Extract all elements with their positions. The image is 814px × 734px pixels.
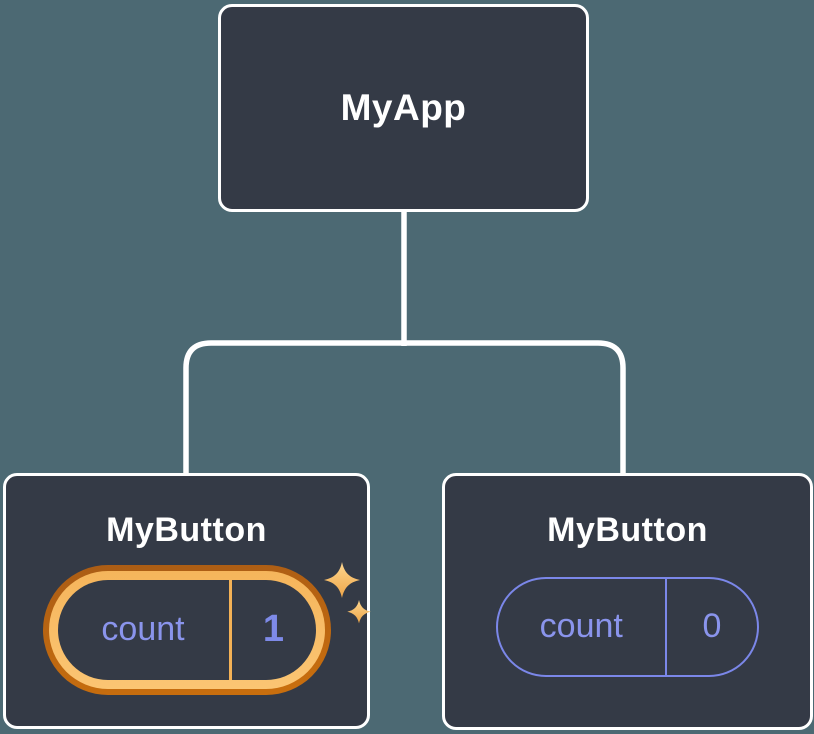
state-value-cell: 1 [232,580,316,680]
state-value: 1 [262,608,285,651]
state-key-label: count [101,610,185,649]
state-value: 0 [702,607,722,646]
node-mybutton-left: MyButton count 1 [3,473,371,729]
node-mybutton-left-label: MyButton [106,511,267,549]
state-key-cell: count [498,579,665,675]
state-pill-highlight-ring-inner: count 1 [48,570,325,689]
state-pill-plain: count 0 [496,576,759,677]
node-myapp: MyApp [218,4,589,212]
pill-divider [664,578,667,675]
state-key-cell: count [58,580,229,680]
state-pill-highlight-ring-outer: count 1 [42,564,331,695]
pill-divider [228,579,232,680]
state-value-cell: 0 [667,579,757,675]
node-mybutton-right: MyButton count 0 [442,473,813,730]
node-myapp-label: MyApp [340,86,467,128]
state-pill-highlighted: count 1 [57,579,316,680]
node-mybutton-right-label: MyButton [547,511,708,549]
state-key-label: count [539,607,623,646]
sparkle-icon [324,562,371,624]
